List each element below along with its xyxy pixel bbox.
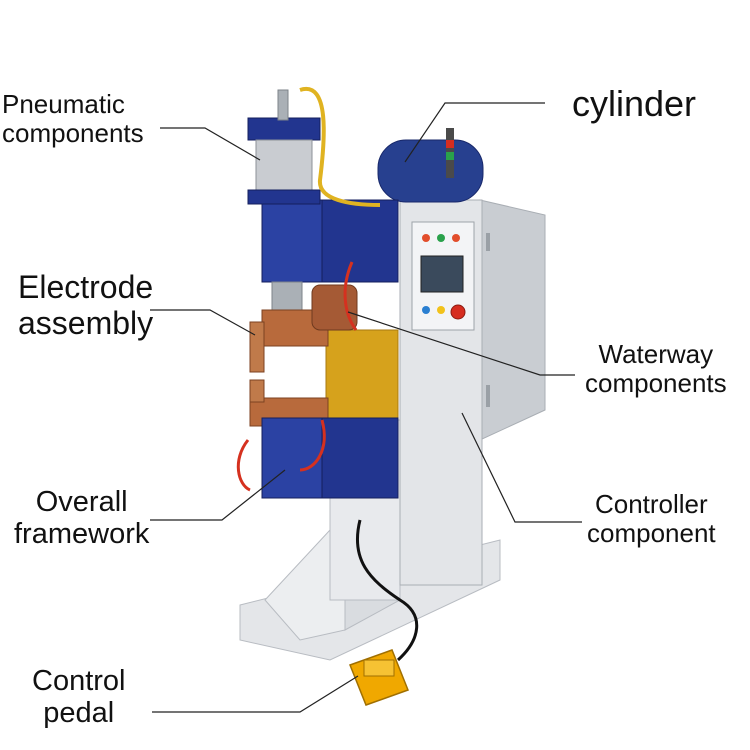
- water-hose-upper: [343, 261, 358, 331]
- label-electrode-assembly: Electrode assembly: [18, 269, 154, 342]
- panel-button-1: [422, 306, 430, 314]
- lower-electrode-tip: [249, 379, 265, 403]
- leader-controller: [461, 412, 582, 523]
- leader-pneumatic: [160, 127, 261, 161]
- indicator-light-3: [452, 234, 460, 242]
- pneumatic-cylinder-bottom: [247, 189, 321, 205]
- leader-pedal: [152, 675, 359, 713]
- cabinet-hinge: [486, 233, 490, 251]
- upper-electrode-guide: [271, 281, 303, 313]
- air-hose: [299, 86, 381, 207]
- label-pedal-line1: Control: [32, 665, 126, 697]
- upper-electrode-tip: [249, 321, 265, 373]
- pneumatic-cylinder-top: [247, 117, 321, 141]
- water-hose-left: [236, 439, 251, 492]
- indicator-light-2: [437, 234, 445, 242]
- leader-overall: [150, 469, 286, 521]
- signal-tower-red: [446, 140, 454, 148]
- indicator-light-1: [422, 234, 430, 242]
- cabinet-hinge-lower: [486, 385, 490, 407]
- upper-arm-front: [261, 199, 323, 283]
- label-controller-component: Controller component: [587, 489, 716, 549]
- pneumatic-cylinder-body: [255, 139, 313, 193]
- label-controller-line2: component: [587, 518, 716, 549]
- label-overall-line1: Overall: [35, 486, 128, 518]
- controller-screen: [420, 255, 464, 293]
- leader-waterway: [347, 311, 575, 376]
- water-hose-lower: [299, 419, 326, 472]
- label-pedal-line2: pedal: [43, 697, 115, 730]
- label-waterway-components: Waterway components: [585, 339, 727, 399]
- label-control-pedal: Control pedal: [32, 665, 126, 730]
- label-pneumatic-line1: Pneumatic: [2, 89, 125, 119]
- label-pneumatic-line2: components: [2, 118, 144, 149]
- label-cylinder: cylinder: [572, 83, 697, 124]
- label-electrode-line1: Electrode: [18, 269, 154, 305]
- emergency-stop-button: [450, 304, 466, 320]
- leader-cylinder: [404, 102, 545, 163]
- pneumatic-rod: [277, 89, 289, 121]
- leader-lines: [150, 102, 582, 713]
- panel-button-2: [437, 306, 445, 314]
- label-electrode-line2: assembly: [18, 304, 154, 341]
- lower-arm-front: [261, 417, 323, 499]
- label-waterway-line1: Waterway: [598, 339, 714, 369]
- label-overall-line2: framework: [14, 518, 150, 551]
- pedal-cable: [355, 519, 419, 662]
- air-tank: [377, 139, 484, 203]
- label-overall-framework: Overall framework: [14, 486, 149, 551]
- signal-tower-green: [446, 152, 454, 160]
- label-controller-line1: Controller: [594, 489, 708, 519]
- leader-electrode: [150, 309, 256, 336]
- label-pneumatic-components: Pneumatic components: [2, 89, 144, 149]
- label-waterway-line2: components: [585, 368, 727, 399]
- yellow-frame-plate: [325, 329, 399, 421]
- control-pedal-cover: [363, 659, 395, 677]
